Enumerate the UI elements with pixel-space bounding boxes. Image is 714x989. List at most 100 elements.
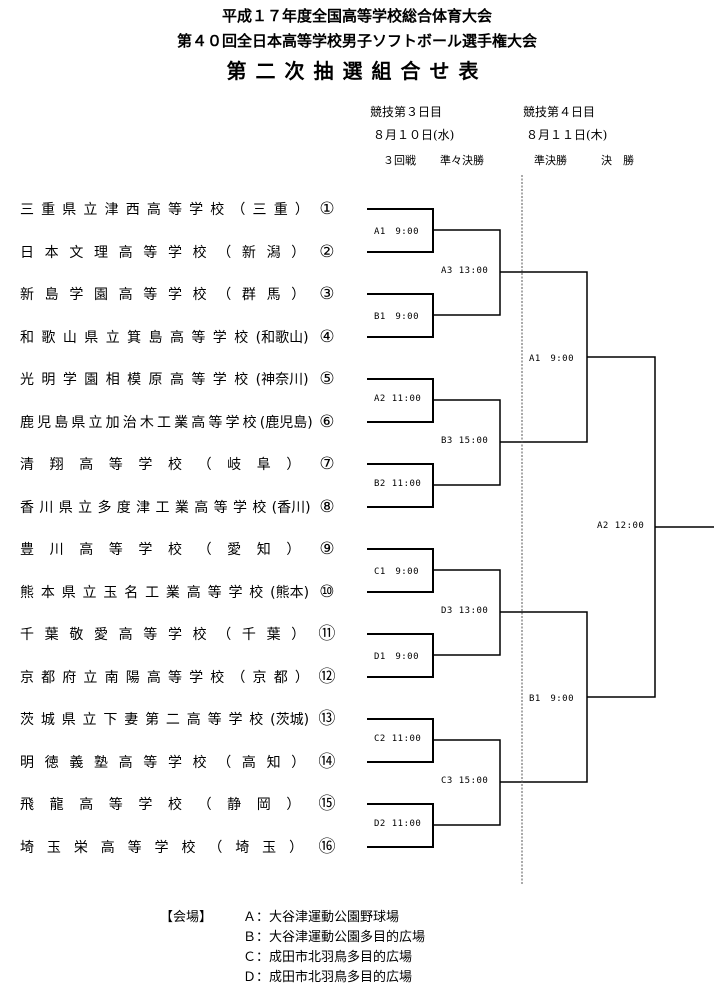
seed-number: ③ [319,284,335,304]
venue-heading: 【会場】 [160,910,213,925]
match-r1-label: D2 11:00 [374,819,422,829]
semifinal-header: 準決勝 [534,154,567,167]
team-name-char: 本 [44,244,59,261]
team-row: 光明学園相模原高等学校(神奈川)⑤ [20,369,338,389]
team-name-char: （ [231,669,246,686]
team-name-char: 校 [210,669,225,686]
team-name-char: 工 [145,584,160,601]
team-name-char: 翔 [49,457,64,473]
team-row: 京都府立南陽高等学校（京都）⑫ [20,667,338,687]
match-r3-label: A1 9:00 [529,354,575,364]
team-name-char: 群 [241,287,256,303]
seed-number: ⑩ [319,581,335,602]
team-name-char: 学 [189,669,204,686]
team-name-char: ） [294,202,309,218]
team-row: 三重県立津西高等学校（三重）① [20,199,338,219]
venue-d: Ｄ：成田市北羽鳥多目的広場 [243,970,413,985]
match-r1-label: B1 9:00 [374,312,420,322]
team-name-char: (香川) [271,499,311,516]
match-r1-label: A1 9:00 [374,227,420,237]
match-r1-label: A2 11:00 [374,394,422,404]
match-r1-label: C1 9:00 [374,567,420,577]
team-name-char: 校 [210,202,225,218]
quarterfinal-header: 準々決勝 [440,154,484,167]
team-name-char: 徳 [44,754,59,771]
team-name-char: (熊本) [270,584,310,601]
team-name-char: 都 [41,669,56,686]
team-name-char: 学 [167,287,182,303]
team-name-char: 多 [97,499,112,516]
team-row: 熊本県立玉名工業高等学校(熊本)⑩ [20,582,338,602]
seed-number: ⑧ [319,496,335,517]
title-line1: 平成１７年度全国高等学校総合体育大会 [221,7,492,25]
round3-header: ３回戦 [383,154,416,167]
team-name-char: 校 [192,244,207,261]
team-name-char: 高 [191,414,206,431]
team-name-char: 三 [252,202,267,218]
team-name-char: 等 [207,584,222,601]
team-name-char: 三 [20,202,34,218]
team-name-char: 飛 [20,797,34,813]
bracket-r3 [500,271,588,783]
team-name-char: (和歌山) [255,329,309,346]
team-name-char: 二 [165,712,180,728]
team-name-char: 等 [191,372,206,388]
day3-date: ８月１０日(水) [373,128,455,142]
bracket-r2 [433,229,501,826]
seed-number: ⑬ [318,709,336,729]
match-r2-label: A3 13:00 [441,266,489,276]
team-name-char: ） [294,669,309,686]
team-row: 茨城県立下妻第二高等学校(茨城)⑬ [20,709,338,729]
team-name-char: 新 [20,287,34,303]
team-name-char: 玉 [262,839,277,856]
team-name-char: 木 [139,414,154,431]
team-name-char: 学 [225,414,240,431]
team-name-char: 等 [208,414,223,431]
seed-number: ⑮ [318,794,336,814]
team-name-char: 豊 [20,542,34,558]
team-name-char: 津 [104,202,119,218]
team-name-char: 高 [79,542,94,558]
team-name-char: 茨 [20,712,34,728]
team-name-char: 学 [228,584,243,601]
team-name-char: 県 [62,202,77,218]
team-name-char: 千 [241,627,256,643]
team-name-char: ） [286,542,301,558]
team-name-char: 高 [169,329,184,346]
team-name-char: 静 [227,797,242,813]
team-name-char: 校 [234,372,249,388]
team-name-char: （ [217,287,232,303]
team-name-char: 校 [252,499,267,516]
team-row: 明徳義塾高等学校（高知）⑭ [20,752,338,772]
team-name-char: 川 [49,542,64,558]
team-name-char: 埼 [235,839,250,856]
team-name-char: ） [286,797,301,813]
team-name-char: 山 [62,329,77,346]
team-name-char: 原 [148,372,163,388]
team-name-char: 等 [167,202,182,218]
team-name-char: 都 [273,669,288,686]
team-name-char: （ [197,797,212,813]
team-name-char: 重 [273,202,288,218]
team-row: 香川県立多度津工業高等学校(香川)⑧ [20,497,338,517]
team-name-char: 熊 [20,584,34,601]
team-name-char: 西 [125,202,140,218]
venue-b: Ｂ：大谷津運動公園多目的広場 [243,930,426,945]
team-name-char: 高 [186,584,201,601]
team-name-char: ） [286,457,301,473]
seed-number: ⑫ [318,666,336,687]
team-row: 埼玉栄高等学校（埼玉）⑯ [20,837,338,857]
team-row: 清翔高等学校（岐阜）⑦ [20,454,338,474]
team-name-char: 等 [127,839,142,856]
team-name-char: 名 [124,584,139,601]
seed-number: ⑭ [318,751,336,772]
team-name-char: 等 [191,329,206,346]
team-name-char: 光 [20,372,34,388]
team-name-char: 府 [62,669,77,686]
team-name-char: 敬 [69,627,84,643]
team-name-char: 重 [41,202,56,218]
team-name-char: 川 [39,499,54,516]
match-r2-label: C3 15:00 [441,776,489,786]
bracket-r1 [367,208,434,848]
